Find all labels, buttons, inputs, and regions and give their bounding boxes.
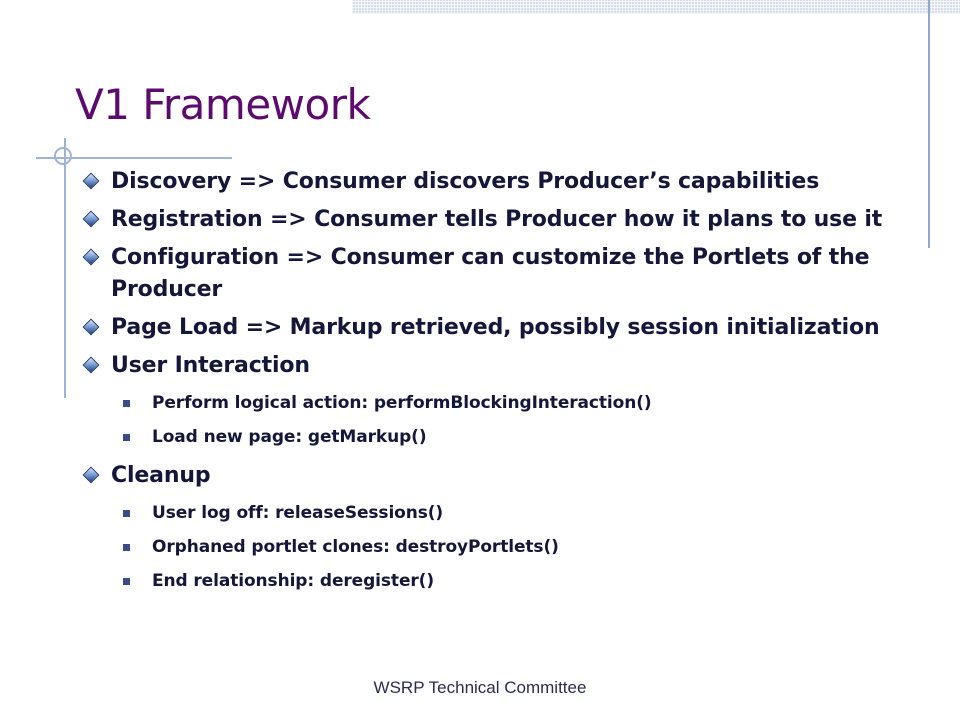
square-bullet-icon <box>123 400 130 407</box>
sub-bullet-item: Orphaned portlet clones: destroyPortlets… <box>111 530 900 564</box>
sub-bullet-text: Load new page: getMarkup() <box>152 427 427 447</box>
square-bullet-icon <box>123 434 130 441</box>
bullet-item: Page Load => Markup retrieved, possibly … <box>80 312 900 344</box>
bullet-text: User Interaction <box>111 353 310 378</box>
decorative-grid-band <box>352 0 960 14</box>
slide-footer: WSRP Technical Committee <box>373 678 587 697</box>
bullet-item: Registration => Consumer tells Producer … <box>80 204 900 236</box>
bullet-text: Configuration => Consumer can customize … <box>111 245 870 302</box>
sub-bullet-text: User log off: releaseSessions() <box>152 503 444 523</box>
sub-bullet-text: End relationship: deregister() <box>152 571 434 591</box>
bullet-item: Configuration => Consumer can customize … <box>80 242 900 306</box>
sub-bullet-item: Perform logical action: performBlockingI… <box>111 386 900 420</box>
diamond-bullet-icon <box>82 318 100 336</box>
diamond-bullet-icon <box>82 210 100 228</box>
decorative-vertical-line-left <box>64 138 66 398</box>
bullet-text: Page Load => Markup retrieved, possibly … <box>111 315 880 340</box>
slide-title: V1 Framework <box>75 80 371 129</box>
diamond-bullet-icon <box>82 248 100 266</box>
bullet-list: Discovery => Consumer discovers Producer… <box>80 166 900 604</box>
bullet-item: Discovery => Consumer discovers Producer… <box>80 166 900 198</box>
sub-bullet-item: End relationship: deregister() <box>111 564 900 598</box>
sub-bullet-list: Perform logical action: performBlockingI… <box>111 386 900 454</box>
decorative-circle-icon <box>54 147 72 165</box>
sub-bullet-item: User log off: releaseSessions() <box>111 496 900 530</box>
diamond-bullet-icon <box>82 356 100 374</box>
sub-bullet-list: User log off: releaseSessions() Orphaned … <box>111 496 900 598</box>
bullet-text: Cleanup <box>111 463 211 488</box>
square-bullet-icon <box>123 578 130 585</box>
sub-bullet-item: Load new page: getMarkup() <box>111 420 900 454</box>
diamond-bullet-icon <box>82 466 100 484</box>
decorative-horizontal-line <box>36 157 232 159</box>
square-bullet-icon <box>123 544 130 551</box>
bullet-text: Registration => Consumer tells Producer … <box>111 207 883 232</box>
decorative-vertical-line-right <box>928 0 930 248</box>
bullet-text: Discovery => Consumer discovers Producer… <box>111 169 820 194</box>
sub-bullet-text: Perform logical action: performBlockingI… <box>152 393 652 413</box>
sub-bullet-text: Orphaned portlet clones: destroyPortlets… <box>152 537 559 557</box>
square-bullet-icon <box>123 510 130 517</box>
diamond-bullet-icon <box>82 172 100 190</box>
